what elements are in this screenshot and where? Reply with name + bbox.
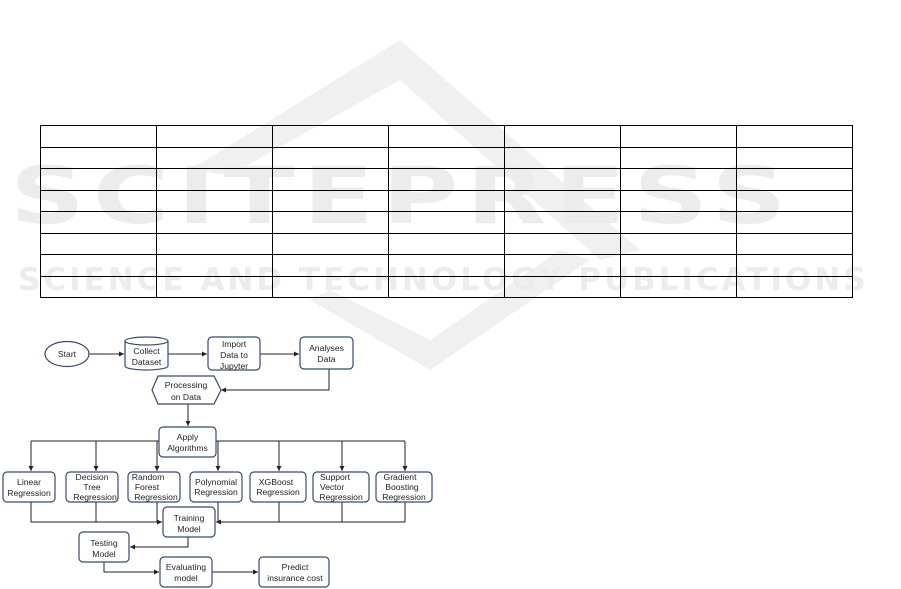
svg-text:Collect: Collect [133,346,160,356]
testing-model-node: Testing Model [78,531,130,563]
svg-text:Tree: Tree [83,482,101,492]
svg-text:Regression: Regression [194,487,238,497]
svg-text:Decision: Decision [76,472,109,482]
table-row [40,146,853,169]
svg-text:Model: Model [177,524,200,534]
apply-algorithms-node: Apply Algorithms [158,426,217,458]
analyses-data-node: Analyses Data [299,336,354,370]
svg-text:XGBoost: XGBoost [259,477,294,487]
algo-linear-regression: Linear Regression [2,471,56,503]
svg-text:Jupyter: Jupyter [220,361,248,371]
algo-xgboost: XGBoost Regression [249,471,307,503]
svg-text:Regression: Regression [7,488,51,498]
svg-text:Boosting: Boosting [385,482,419,492]
svg-text:Apply: Apply [177,432,199,442]
svg-text:Dataset: Dataset [132,357,162,367]
svg-text:Training: Training [174,513,205,523]
svg-text:Regression: Regression [134,492,178,502]
svg-text:Predict: Predict [282,562,309,572]
training-model-node: Training Model [162,506,216,538]
start-node: Start [44,340,90,368]
svg-text:Support: Support [320,472,351,482]
svg-text:Processing: Processing [165,380,208,390]
algo-support-vector: Support Vector Regression [312,471,370,503]
svg-text:Regression: Regression [319,492,363,502]
svg-text:Algorithms: Algorithms [167,443,208,453]
svg-text:model: model [174,573,197,583]
svg-text:Polynomial: Polynomial [195,477,237,487]
processing-node: Processing on Data [151,375,222,405]
svg-text:Data: Data [317,354,335,364]
svg-text:Evaluating: Evaluating [166,562,206,572]
svg-text:Testing: Testing [90,538,117,548]
svg-text:Model: Model [92,549,115,559]
svg-text:Regression: Regression [73,492,117,502]
table-cell [736,275,853,298]
svg-text:Gradient: Gradient [384,472,418,482]
table-row [40,211,853,234]
svg-text:Import: Import [222,339,247,349]
table-row [40,254,853,277]
svg-text:Vector: Vector [320,482,345,492]
svg-text:Random: Random [132,472,164,482]
evaluating-model-node: Evaluating model [159,556,213,588]
algo-gradient-boosting: Gradient Boosting Regression [375,471,433,503]
algo-decision-tree: Decision Tree Regression [65,471,119,503]
algo-random-forest: Random Forest Regression [127,471,181,503]
svg-text:Start: Start [58,349,77,359]
svg-text:on Data: on Data [171,392,201,402]
algo-polynomial: Polynomial Regression [189,471,243,503]
table-row [40,189,853,212]
svg-text:Linear: Linear [17,477,41,487]
collect-dataset-node: Collect Dataset [124,336,169,371]
svg-text:Regression: Regression [256,487,300,497]
import-data-node: Import Data to Jupyter [207,336,261,371]
svg-text:insurance cost: insurance cost [267,573,323,583]
table-row [40,275,853,298]
svg-text:Forest: Forest [135,482,160,492]
svg-text:Data to: Data to [220,350,248,360]
svg-text:Analyses: Analyses [309,343,344,353]
svg-text:Regression: Regression [382,492,426,502]
connectors [28,351,408,575]
empty-table [40,125,853,298]
predict-cost-node: Predict insurance cost [258,556,330,588]
table-row [40,168,853,191]
